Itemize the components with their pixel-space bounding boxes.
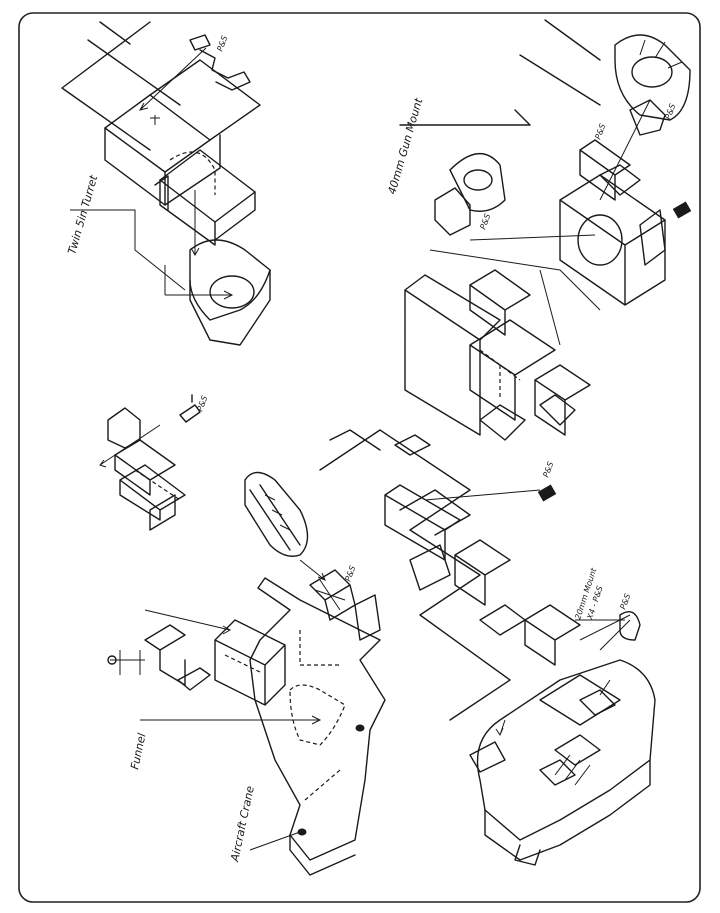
pas-label-hull: P&S bbox=[541, 460, 555, 478]
pas-label-mount-mid: P&S bbox=[593, 122, 607, 140]
pas-label-boat: P&S bbox=[343, 564, 357, 582]
deck-assembly: Funnel Aircraft Crane bbox=[107, 577, 386, 876]
pas-grille-icon bbox=[672, 201, 692, 219]
director-assembly: P&S bbox=[99, 394, 209, 531]
twin-turret-assembly: P&S Twin 5in Turret bbox=[61, 21, 271, 346]
pas-label-40mm: P&S bbox=[478, 212, 492, 230]
aircraft-crane-label: Aircraft Crane bbox=[228, 785, 257, 864]
funnel-label: Funnel bbox=[128, 732, 148, 771]
pas-label-turret: P&S bbox=[215, 34, 229, 52]
pas-label-mount-top: P&S bbox=[663, 102, 677, 120]
hull-assembly: P&S 20mm Mount X4 - P&S P&S bbox=[319, 429, 656, 866]
pas-label-director: P&S bbox=[195, 394, 209, 412]
gun-mount-assembly: P&S P&S P&S 40mm Gun Mount bbox=[385, 19, 692, 441]
page-border bbox=[18, 12, 701, 903]
pas-label-20mm: P&S bbox=[618, 592, 632, 610]
twin-turret-label: Twin 5in Turret bbox=[65, 173, 100, 256]
gun-mount-40mm-label: 40mm Gun Mount bbox=[385, 96, 425, 196]
pas-grille-icon-hull bbox=[537, 484, 557, 502]
aircraft-boat-assembly: P&S bbox=[244, 471, 381, 666]
